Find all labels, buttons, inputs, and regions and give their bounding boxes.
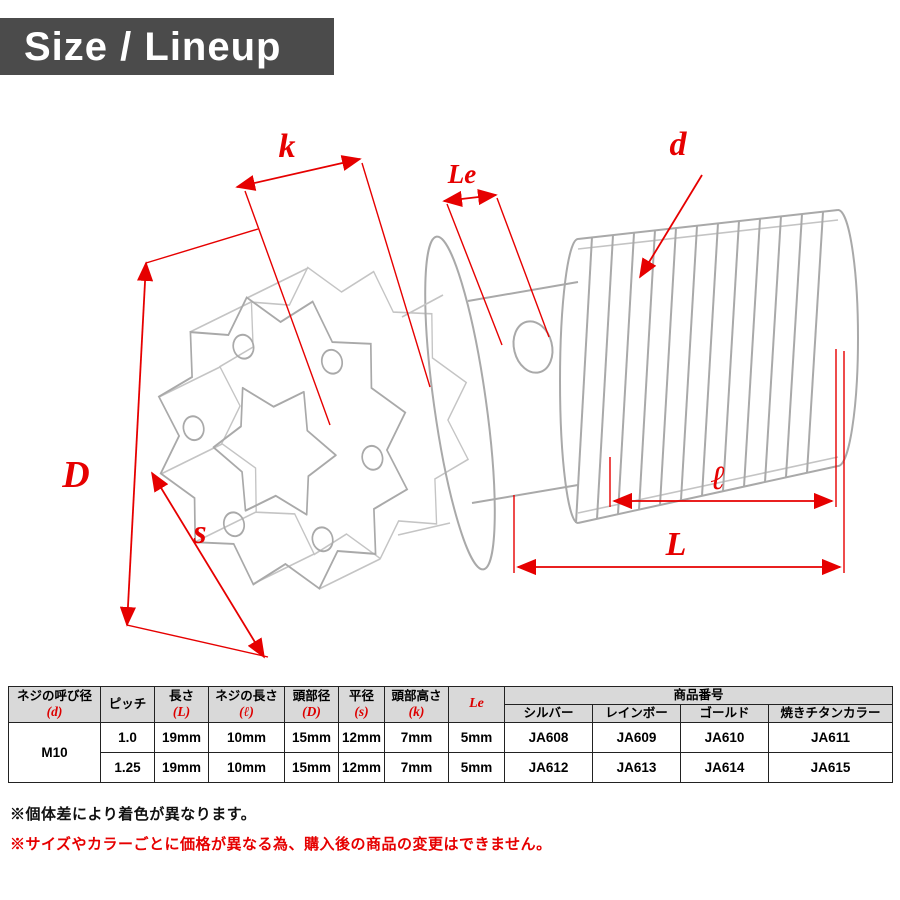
- dim-k: k: [235, 128, 431, 426]
- cell-pitch: 1.25: [100, 752, 155, 783]
- col-header-silver: シルバー: [504, 704, 593, 723]
- col-header-thread-diameter: ネジの呼び径 (d): [8, 686, 101, 723]
- note-no-exchange: ※サイズやカラーごとに価格が異なる為、購入後の商品の変更はできません。: [10, 836, 552, 853]
- col-header-length: 長さ (L): [154, 686, 209, 723]
- col-header-thread-length: ネジの長さ (ℓ): [208, 686, 285, 723]
- col-header-pitch: ピッチ: [100, 686, 155, 723]
- col-header-head-diameter: 頭部径 (D): [284, 686, 339, 723]
- cell-titanium-code: JA611: [767, 722, 894, 753]
- dim-label-le: Le: [447, 159, 476, 189]
- cell-rainbow-code: JA613: [592, 752, 681, 783]
- cell-length: 19mm: [154, 752, 209, 783]
- bolt-diagram-svg: k Le d D: [61, 126, 859, 659]
- col-header-flat-width: 平径 (s): [338, 686, 385, 723]
- cell-titanium-code: JA615: [767, 752, 894, 783]
- spec-table: ネジの呼び径 (d) ピッチ 長さ (L) ネジの長さ (ℓ) 頭部径 (D): [8, 686, 894, 783]
- cell-gold-code: JA610: [680, 722, 769, 753]
- col-header-product-number: 商品番号: [503, 686, 894, 705]
- dim-label-d: d: [670, 126, 688, 163]
- cell-head-diameter: 15mm: [284, 722, 339, 753]
- cell-thread-length: 10mm: [208, 752, 285, 783]
- bolt-head: [157, 296, 409, 590]
- cell-le: 5mm: [448, 722, 505, 753]
- torx-recess-icon: [212, 386, 337, 516]
- cell-rainbow-code: JA609: [592, 722, 681, 753]
- cell-head-height: 7mm: [384, 752, 449, 783]
- dim-le: Le: [442, 159, 550, 346]
- title-banner: Size / Lineup: [0, 18, 334, 75]
- dim-L: L: [513, 351, 845, 576]
- cell-silver-code: JA612: [504, 752, 593, 783]
- cell-gold-code: JA614: [680, 752, 769, 783]
- cell-silver-code: JA608: [504, 722, 593, 753]
- dim-s: s: [151, 471, 265, 659]
- table-row: 1.25 19mm 10mm 15mm 12mm 7mm 5mm JA612 J…: [9, 752, 894, 783]
- cell-head-height: 7mm: [384, 722, 449, 753]
- cell-thread-length: 10mm: [208, 722, 285, 753]
- dim-l: ℓ: [609, 349, 837, 510]
- cell-pitch: 1.0: [100, 722, 155, 753]
- head-side-edges: [158, 267, 381, 590]
- banjo-hole: [512, 320, 554, 374]
- page-title: Size / Lineup: [24, 24, 282, 69]
- cell-flat-width: 12mm: [338, 752, 385, 783]
- dim-label-k: k: [279, 128, 296, 165]
- header-row-1: ネジの呼び径 (d) ピッチ 長さ (L) ネジの長さ (ℓ) 頭部径 (D): [8, 686, 894, 723]
- thread-lines: [575, 211, 824, 524]
- col-header-head-height: 頭部高さ (k): [384, 686, 449, 723]
- bolt-dimension-diagram: k Le d D: [0, 95, 900, 675]
- cell-head-diameter: 15mm: [284, 752, 339, 783]
- note-color-variation: ※個体差により着色が異なります。: [10, 806, 257, 823]
- col-header-titanium: 焼きチタンカラー: [767, 704, 894, 723]
- dim-label-D: D: [61, 454, 89, 496]
- dim-d: d: [639, 126, 703, 279]
- col-header-gold: ゴールド: [680, 704, 769, 723]
- cell-length: 19mm: [154, 722, 209, 753]
- cell-size: M10: [8, 722, 101, 783]
- dim-label-L: L: [665, 526, 687, 563]
- head-holes: [182, 333, 384, 553]
- dim-label-l: ℓ: [711, 460, 726, 497]
- col-header-le: Le: [448, 686, 505, 723]
- dim-D: D: [61, 228, 269, 658]
- shank: [467, 281, 579, 504]
- header-row-2: シルバー レインボー ゴールド 焼きチタンカラー: [9, 704, 894, 723]
- cell-le: 5mm: [448, 752, 505, 783]
- flange: [397, 235, 496, 571]
- dim-label-s: s: [192, 514, 206, 551]
- cell-flat-width: 12mm: [338, 722, 385, 753]
- threads: [559, 209, 859, 524]
- col-header-rainbow: レインボー: [592, 704, 681, 723]
- table-row: M10 1.0 19mm 10mm 15mm 12mm 7mm 5mm JA60…: [8, 722, 894, 783]
